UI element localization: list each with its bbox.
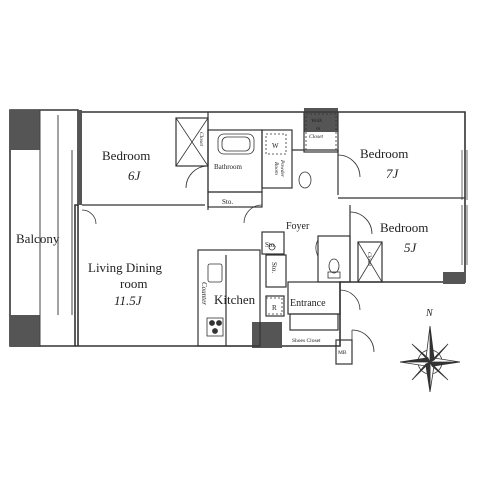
washer-label: W	[272, 142, 279, 150]
closet-e-label: Closet	[366, 252, 372, 267]
kitchen-label: Kitchen	[214, 292, 256, 307]
bedroom-nw-size: 6J	[128, 168, 142, 183]
east-windows	[461, 150, 468, 265]
refrigerator-label: R	[272, 304, 277, 312]
entrance-label: Entrance	[290, 298, 326, 309]
sto-label-1: Sto.	[222, 198, 233, 206]
interior-walls	[82, 111, 465, 365]
bathroom-label: Bathroom	[214, 163, 243, 171]
bedroom-nw-label: Bedroom	[102, 148, 150, 163]
balcony-rail	[39, 110, 73, 347]
bedroom-ne-size: 7J	[386, 166, 400, 181]
closet-nw-label: Closet	[198, 132, 204, 147]
powder-room-line1: Powder	[279, 159, 285, 178]
counter-label: Counter	[200, 282, 208, 305]
sto-label-2: Sto.	[265, 241, 276, 249]
sto-label-3: Sto.	[270, 262, 278, 273]
foyer-label: Foyer	[286, 221, 310, 232]
walk-in-line1: Walk	[311, 118, 322, 124]
bedroom-e-label: Bedroom	[380, 220, 428, 235]
shoes-closet-label: Shoes Closet	[292, 338, 321, 344]
door-swings	[81, 154, 375, 353]
living-label-line2: room	[120, 276, 147, 291]
walk-in-line3: Closet	[309, 134, 324, 140]
powder-room-line2: Room	[273, 161, 279, 175]
wall-columns	[10, 108, 465, 348]
north-label: N	[425, 308, 434, 319]
living-size: 11.5J	[114, 293, 143, 308]
balcony-label: Balcony	[16, 231, 60, 246]
compass-rose	[399, 325, 461, 393]
walk-in-line2: in	[316, 126, 321, 132]
fixtures	[175, 113, 383, 337]
living-label-line1: Living Dining	[88, 260, 163, 275]
meter-box-label: MB	[338, 350, 347, 356]
bedroom-ne-label: Bedroom	[360, 146, 408, 161]
bedroom-e-size: 5J	[404, 240, 418, 255]
